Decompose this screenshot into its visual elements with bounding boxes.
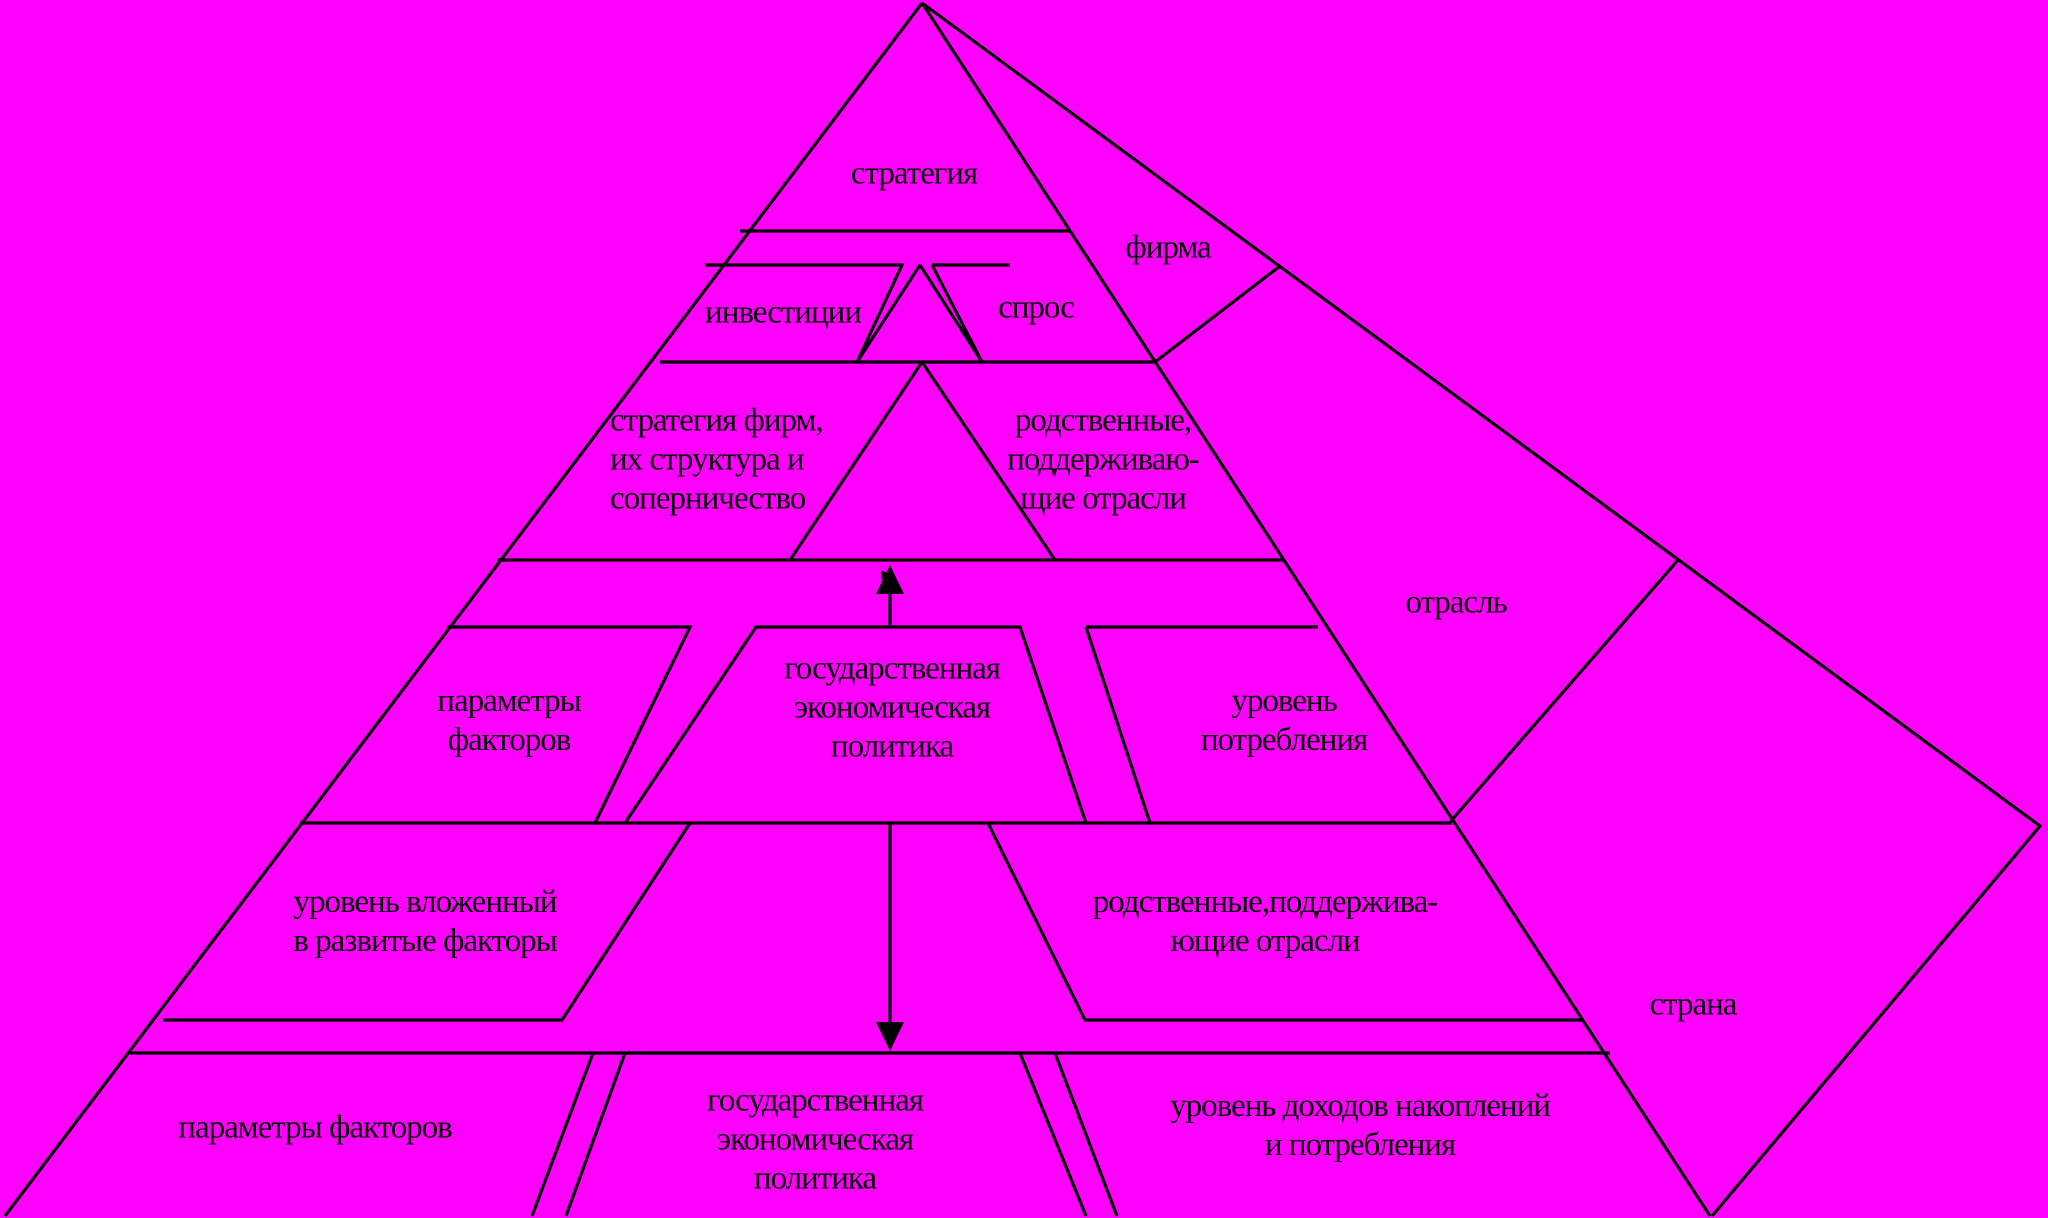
label-state-policy-industry: государственная экономическая политика [784, 650, 1001, 765]
policy-box-country [564, 1051, 1088, 1217]
label-strategy: стратегия [850, 155, 978, 192]
factors-box-industry [447, 625, 693, 824]
level-label-country: страна [1649, 986, 1738, 1023]
investments-box [705, 263, 905, 363]
label-factor-parameters-industry: параметры факторов [437, 683, 581, 758]
pyramid-outline [3, 2, 1712, 1217]
factors-box-country [530, 1052, 595, 1217]
side-face-outline [921, 1, 2043, 1218]
label-consumption-level: уровень потребления [1200, 683, 1368, 758]
invested-box-country [163, 822, 692, 1022]
side-divider-industry [1448, 558, 1680, 824]
label-demand: спрос [998, 289, 1075, 326]
arrow-down-head [876, 1022, 904, 1051]
label-firm-strategy: стратегия фирм, их структура и соперниче… [610, 402, 824, 517]
label-income-level: уровень доходов накоплений и потребления [1170, 1088, 1551, 1163]
label-state-policy-country: государственная экономическая политика [707, 1082, 924, 1197]
side-divider-firm [1154, 264, 1281, 364]
arrow-up-head [876, 565, 904, 594]
consumption-box-industry [1084, 625, 1318, 824]
related-box-country [986, 822, 1582, 1022]
label-related-industries-country: родственные,поддержива- ющие отрасли [1092, 884, 1439, 959]
policy-box-industry [623, 625, 1088, 824]
level-label-industry: отрасль [1405, 584, 1507, 621]
center-triangle-industry [788, 361, 1057, 561]
center-triangle-firm [855, 264, 984, 363]
label-investments: инвестиции [705, 294, 862, 331]
label-factor-parameters-country: параметры факторов [178, 1109, 452, 1146]
income-box-country [1053, 1052, 1119, 1217]
label-related-industries-industry: родственные, поддерживаю- щие отрасли [1007, 402, 1200, 517]
demand-box [930, 263, 1010, 363]
level-label-firm: фирма [1125, 229, 1211, 266]
label-invested-level: уровень вложенный в развитые факторы [293, 884, 558, 959]
